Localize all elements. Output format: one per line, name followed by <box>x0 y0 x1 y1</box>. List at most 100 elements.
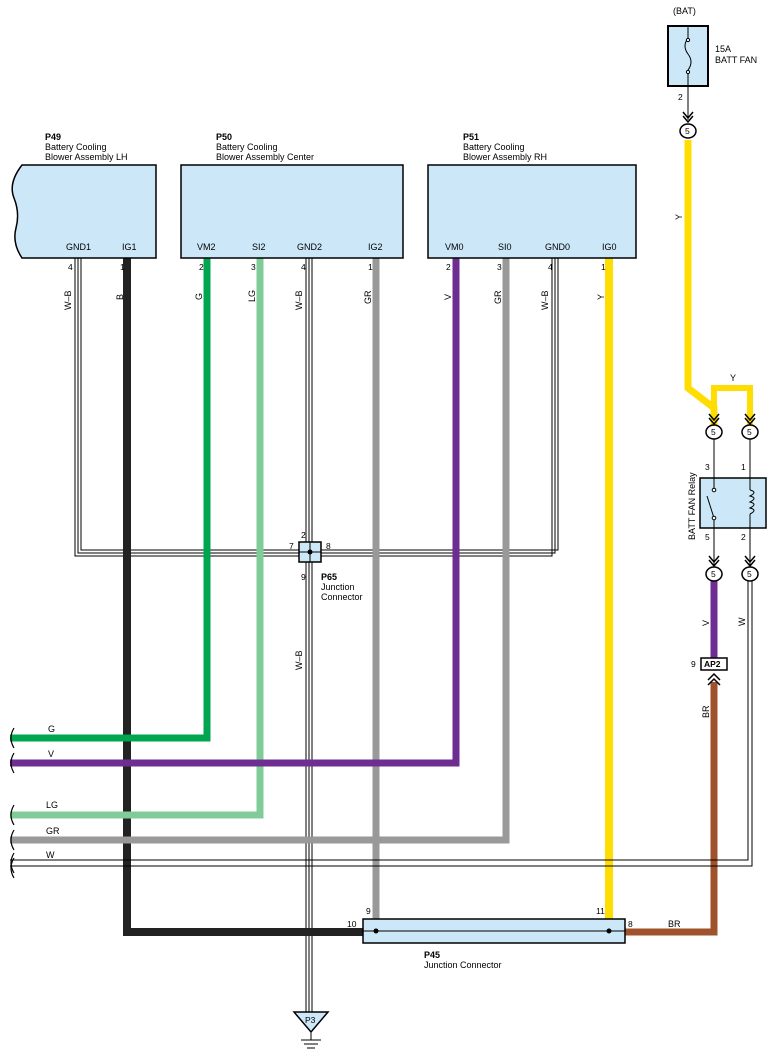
ground-symbol-icon <box>292 1011 330 1034</box>
p50-line2: Blower Assembly Center <box>216 152 314 162</box>
p65-line2: Connector <box>321 592 363 602</box>
wire-label-wb-p51: W–B <box>540 290 550 310</box>
wire-label-br-vertical: BR <box>701 705 711 718</box>
p51-line2: Blower Assembly RH <box>463 152 547 162</box>
relay-out-arrow-icon-right <box>744 555 756 568</box>
relay-arrow-icon-left <box>708 413 720 426</box>
svg-text:5: 5 <box>685 126 690 136</box>
svg-text:5: 5 <box>711 569 716 579</box>
connector-5-top: 5 <box>679 123 697 139</box>
wire-label-lg-left: LG <box>46 800 58 810</box>
relay-name: BATT FAN Relay <box>687 472 697 540</box>
p50-code: P50 <box>216 132 232 142</box>
wire-label-gr-ig2: GR <box>363 290 373 304</box>
relay-pin-1: 1 <box>741 462 746 472</box>
wire-wb-ground <box>74 258 559 1012</box>
relay-arrow-icon-right <box>744 413 756 426</box>
p45-code: P45 <box>424 950 440 960</box>
p49-code: P49 <box>45 132 61 142</box>
wire-br <box>625 682 718 936</box>
fuse-name: BATT FAN <box>715 55 757 65</box>
wire-label-wb-p50: W–B <box>294 290 304 310</box>
wire-label-y-branch: Y <box>730 373 736 383</box>
p65-pin-bottom: 9 <box>301 572 306 582</box>
wire-label-v-left: V <box>48 749 54 759</box>
p51-box <box>427 164 637 259</box>
connector-arrow-icon <box>682 111 694 124</box>
wire-g <box>10 258 211 742</box>
p45-pin-8: 8 <box>628 919 633 929</box>
ap2-label: AP2 <box>704 659 721 669</box>
p50-box <box>180 164 404 259</box>
p51-pin-gnd0: GND0 <box>545 242 570 252</box>
wire-b <box>123 258 363 936</box>
wire-label-g: G <box>194 293 204 300</box>
p49-pinnum-4: 4 <box>68 262 73 272</box>
p51-line1: Battery Cooling <box>463 142 525 152</box>
p50-pin-gnd2: GND2 <box>297 242 322 252</box>
p51-pin-ig0: IG0 <box>602 242 617 252</box>
relay-switch-icon <box>706 478 717 528</box>
connector-5-relay-in-right: 5 <box>741 424 759 440</box>
p50-pinnum-3: 3 <box>251 262 256 272</box>
p51-pinnum-2: 2 <box>446 262 451 272</box>
relay-pin-5: 5 <box>705 532 710 542</box>
p51-pinnum-3: 3 <box>497 262 502 272</box>
wire-label-wb-p49: W–B <box>63 290 73 310</box>
wire-v <box>10 258 460 767</box>
p50-pinnum-4: 4 <box>301 262 306 272</box>
wire-label-v-relay: V <box>701 620 711 626</box>
connector-5-relay-out-right: 5 <box>741 566 759 582</box>
wire-label-y-main: Y <box>674 214 684 220</box>
p51-pinnum-4: 4 <box>548 262 553 272</box>
ground-label: P3 <box>305 1015 316 1025</box>
p50-pin-ig2: IG2 <box>368 242 383 252</box>
wire-lg <box>10 258 264 819</box>
wire-label-lg: LG <box>247 290 257 302</box>
wire-gr-si0 <box>10 258 510 844</box>
wire-break-marks <box>10 727 15 879</box>
p49-line2: Blower Assembly LH <box>45 152 128 162</box>
wire-w <box>10 580 753 867</box>
p65-pin-left: 7 <box>289 541 294 551</box>
wire-label-b: B <box>115 294 125 300</box>
wire-label-w-left: W <box>46 850 55 860</box>
fuse-amp: 15A <box>715 44 731 54</box>
p45-line1: Junction Connector <box>424 960 502 970</box>
p50-pin-vm2: VM2 <box>197 242 216 252</box>
wire-y-main <box>684 140 718 426</box>
p50-pinnum-2: 2 <box>199 262 204 272</box>
p51-pin-vm0: VM0 <box>445 242 464 252</box>
p50-line1: Battery Cooling <box>216 142 278 152</box>
p65-code: P65 <box>321 572 337 582</box>
wire-label-y-ig0: Y <box>596 294 606 300</box>
ap2-box <box>700 657 728 671</box>
wire-label-gr-left: GR <box>46 826 60 836</box>
svg-text:5: 5 <box>747 427 752 437</box>
ap2-arrow-icon <box>707 672 721 686</box>
p65-pin-top: 2 <box>301 530 306 540</box>
p49-pinnum-1: 1 <box>120 262 125 272</box>
relay-out-arrow-icon-left <box>708 555 720 568</box>
wire-label-br-bottom: BR <box>668 919 681 929</box>
wire-label-wb-ground: W–B <box>294 650 304 670</box>
p49-pin-gnd1: GND1 <box>66 242 91 252</box>
relay-box <box>699 477 767 529</box>
wire-label-g-left: G <box>48 724 55 734</box>
wire-label-v: V <box>443 294 453 300</box>
relay-coil-icon <box>748 478 755 528</box>
wire-y-branch <box>711 385 753 426</box>
p65-pin-right: 8 <box>326 541 331 551</box>
p45-pin-9: 9 <box>366 906 371 916</box>
p50-pinnum-1: 1 <box>368 262 373 272</box>
connector-5-relay-out-left: 5 <box>705 566 723 582</box>
svg-text:5: 5 <box>711 427 716 437</box>
fuse-pin: 2 <box>678 92 683 102</box>
wire-label-w-relay: W <box>737 617 747 626</box>
relay-pin-2: 2 <box>741 532 746 542</box>
fuse-icon <box>684 26 692 86</box>
p65-line1: Junction <box>321 582 355 592</box>
p49-box <box>11 164 157 259</box>
p45-pin-11: 11 <box>596 906 605 916</box>
